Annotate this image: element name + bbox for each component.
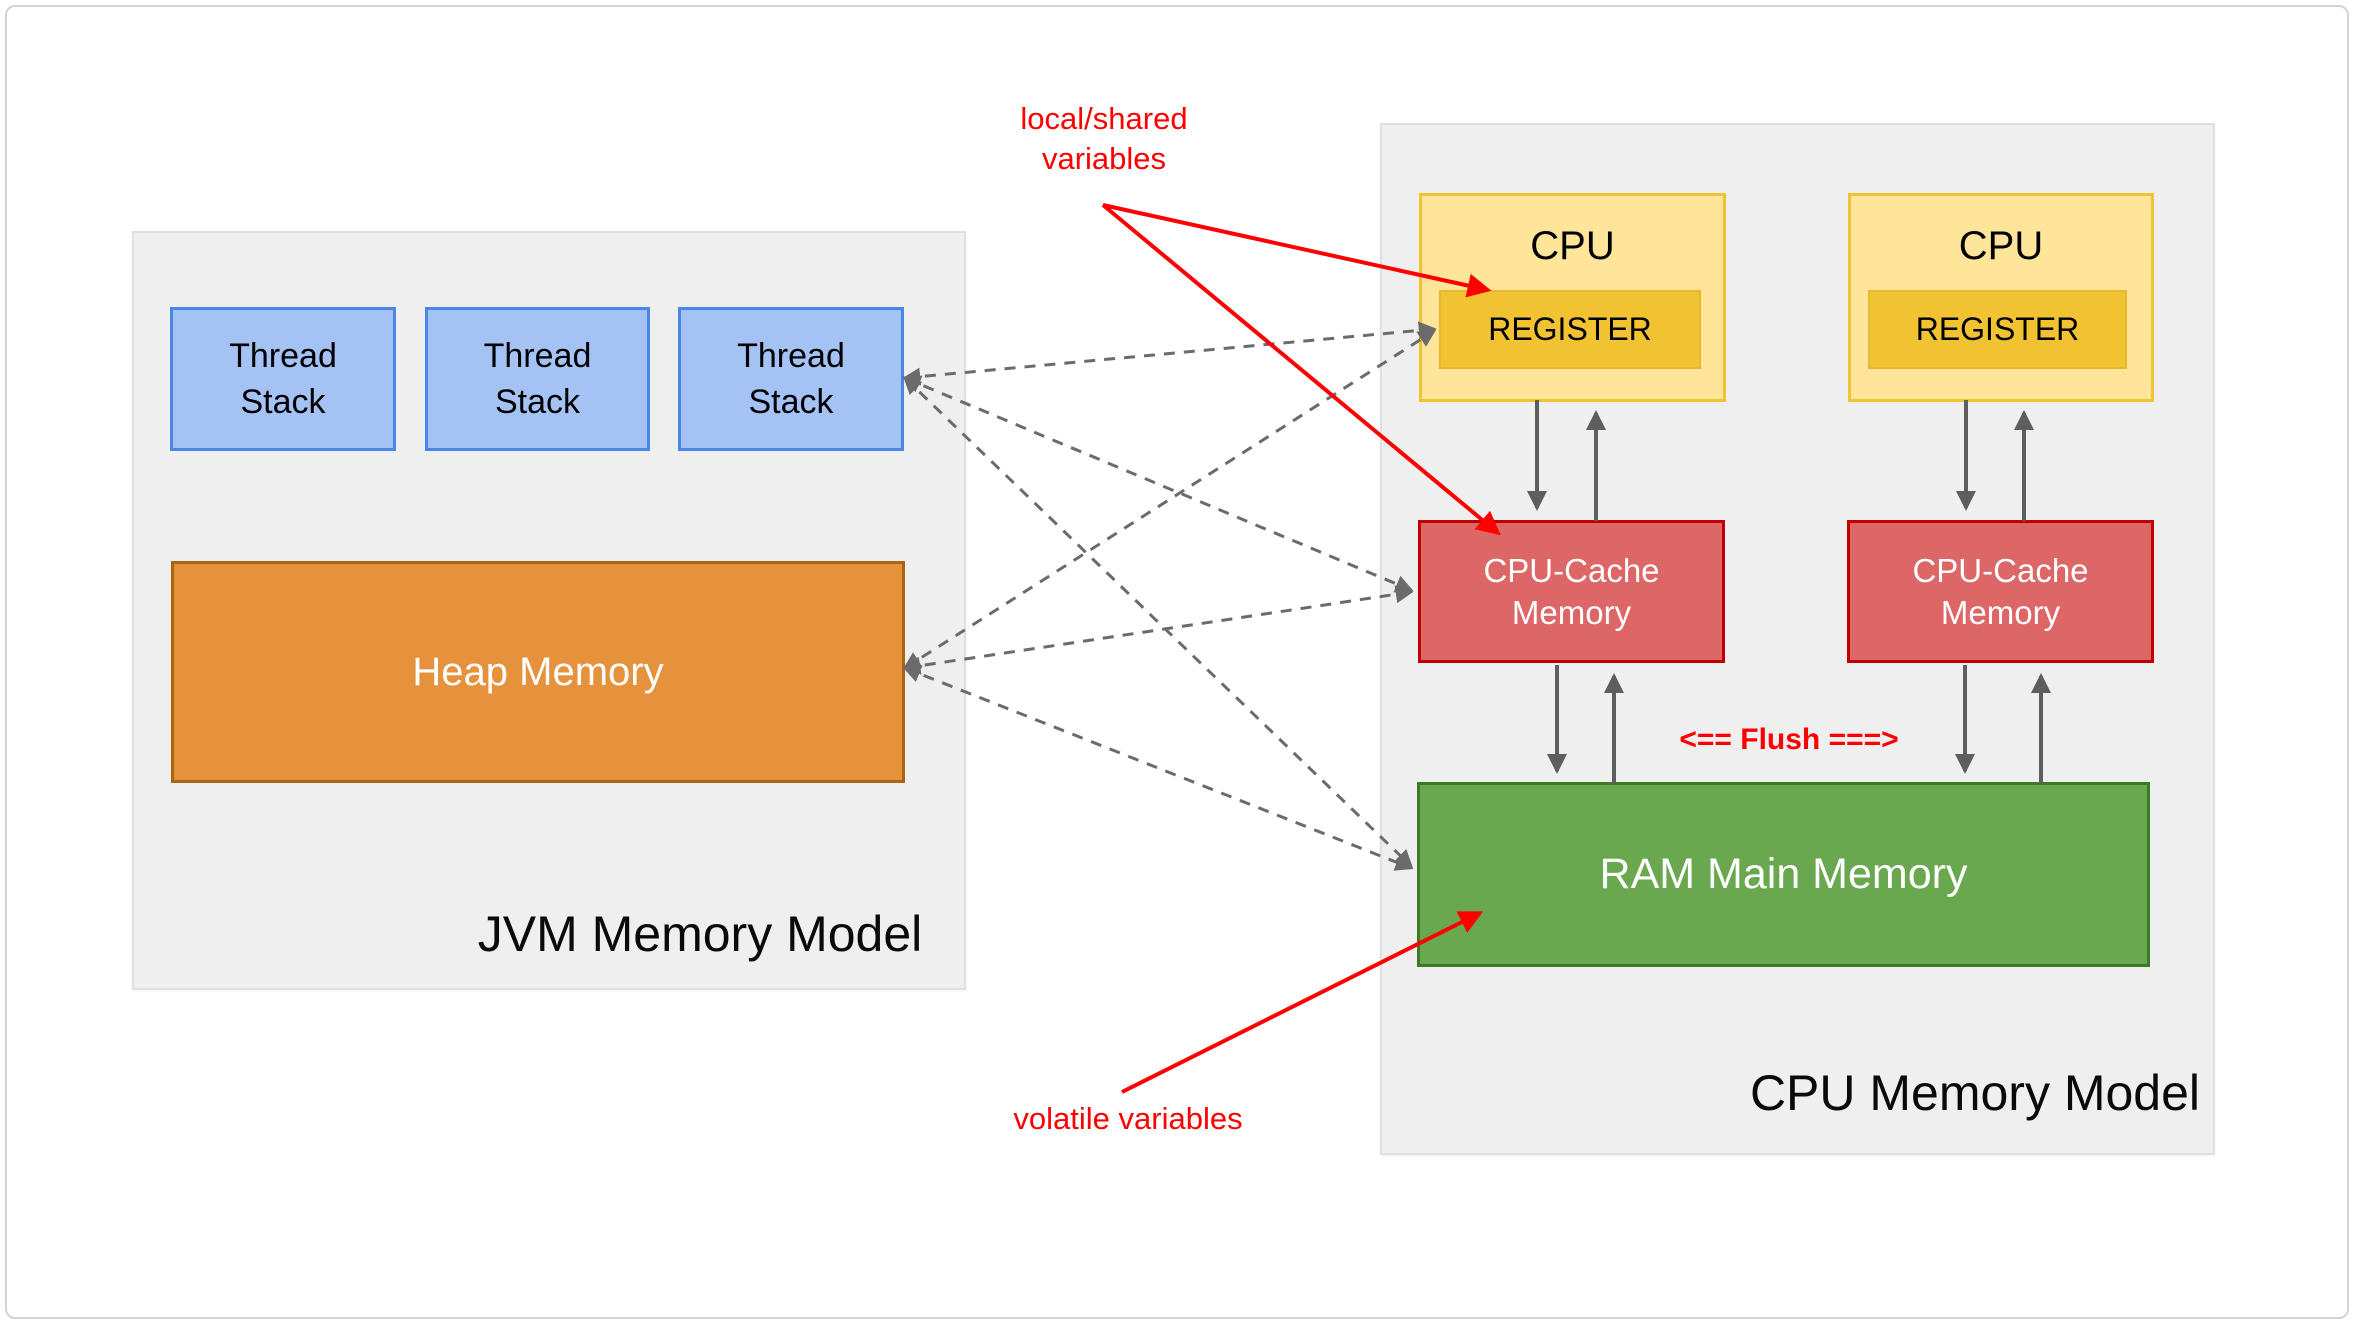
dashed-connectors (902, 321, 1437, 871)
jvm-panel-title: JVM Memory Model (477, 906, 923, 962)
cpu-cache-memory-box-2: CPU-Cache Memory (1847, 520, 2154, 663)
thread-stack-box-1: Thread Stack (170, 307, 396, 451)
cpu-box-1: CPU REGISTER (1419, 193, 1726, 402)
connector-threadstack-cache (902, 375, 1414, 593)
thread-stack-box-2: Thread Stack (425, 307, 650, 451)
cpu-cache-memory-box-1: CPU-Cache Memory (1418, 520, 1725, 663)
register-box-1: REGISTER (1439, 290, 1701, 369)
cpu-box-2: CPU REGISTER (1848, 193, 2154, 402)
flush-annotation: <== Flush ===> (1679, 723, 1899, 756)
local-shared-variables-annotation: local/shared variables (1020, 101, 1188, 176)
connector-threadstack-ram (903, 376, 1413, 868)
volatile-variables-annotation: volatile variables (1013, 1101, 1243, 1136)
thread-stack-box-3: Thread Stack (678, 307, 904, 451)
cpu-label-2: CPU (1958, 224, 2044, 268)
connector-heap-ram (902, 665, 1414, 871)
ram-main-memory-box: RAM Main Memory (1417, 782, 2150, 967)
connector-threadstack-register (902, 321, 1437, 386)
heap-memory-box: Heap Memory (171, 561, 905, 783)
register-box-2: REGISTER (1868, 290, 2127, 369)
connector-heap-register (902, 329, 1437, 670)
cpu-panel-title: CPU Memory Model (1749, 1065, 2201, 1121)
cpu-label-1: CPU (1530, 224, 1615, 268)
connector-heap-cache (902, 585, 1414, 675)
